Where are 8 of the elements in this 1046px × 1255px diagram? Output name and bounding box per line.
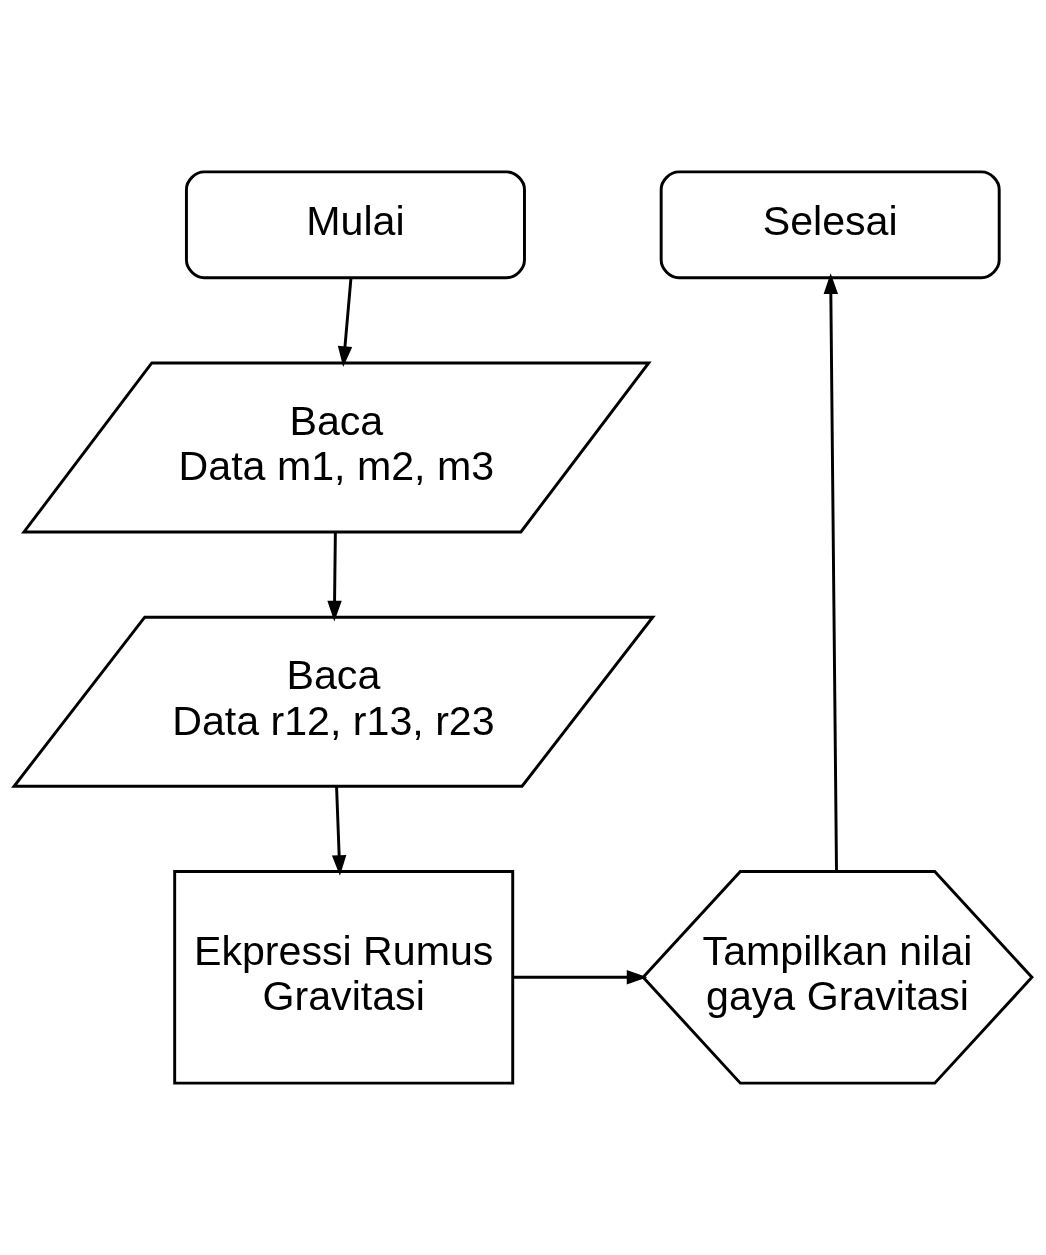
node-box: Ekpressi Rumus Gravitasi — [173, 870, 515, 1085]
arrow — [823, 273, 839, 872]
node-box: Selesai — [659, 170, 1001, 280]
arrow — [331, 786, 347, 876]
arrow — [512, 970, 648, 985]
arrow — [337, 277, 353, 367]
arrow — [327, 532, 342, 622]
node-box: Mulai — [184, 170, 526, 280]
